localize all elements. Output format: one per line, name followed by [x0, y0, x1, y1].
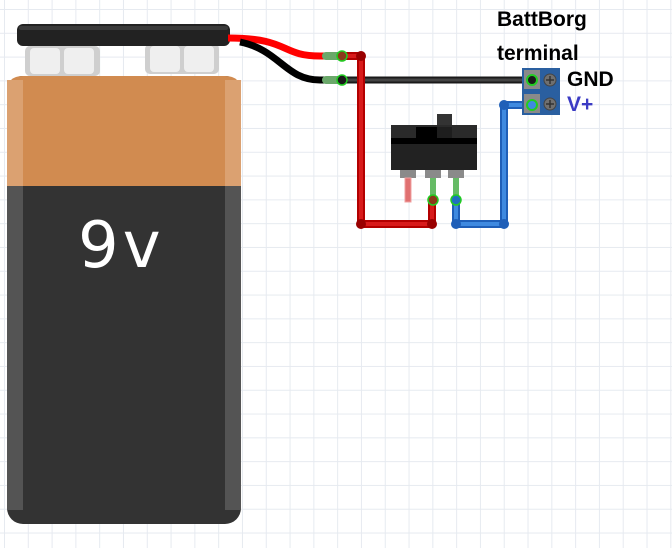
battery-cap-band	[7, 76, 241, 186]
blue-wire-bend	[499, 100, 509, 110]
red-wire-bend	[356, 51, 366, 61]
switch-slider	[437, 127, 452, 138]
screw-icon	[543, 97, 557, 111]
junction-dot	[336, 74, 348, 86]
switch-pin-right	[453, 178, 459, 200]
switch-pin-base	[425, 170, 441, 178]
switch-band	[391, 138, 477, 144]
terminal-title-line2: terminal	[497, 42, 579, 65]
vplus-pin-label: V+	[567, 93, 594, 116]
gnd-pin-label: GND	[567, 68, 614, 91]
vplus-pin-junction	[526, 99, 538, 111]
blue-wire-bend	[451, 219, 461, 229]
switch-slot	[416, 127, 451, 138]
switch-pin-base	[448, 170, 464, 178]
switch-pin-middle	[430, 178, 436, 200]
terminal-title-line1: BattBorg	[497, 8, 587, 31]
switch-pin-junction	[450, 194, 462, 206]
battery-red-lead	[227, 34, 342, 60]
blue-wire-bend	[499, 219, 509, 229]
snap-highlight	[19, 26, 228, 30]
switch-knob[interactable]	[437, 114, 452, 128]
battery-terminal-left	[25, 46, 100, 76]
red-wire-bend	[356, 219, 366, 229]
battery-terminal-right	[145, 44, 219, 74]
cap-highlight-left	[7, 80, 23, 186]
switch-pin-left	[404, 177, 412, 203]
body-highlight-right	[225, 186, 241, 510]
body-highlight-left	[7, 186, 23, 510]
red-wire-bend	[427, 219, 437, 229]
battery-body	[7, 76, 241, 524]
screw-icon	[543, 73, 557, 87]
battery-black-lead	[239, 38, 342, 84]
cap-highlight-right	[225, 80, 241, 186]
slide-switch[interactable]	[391, 114, 477, 206]
battery-voltage-label: 9v	[78, 209, 165, 283]
gnd-pin-junction	[526, 74, 538, 86]
battborg-terminal-block[interactable]	[522, 68, 560, 115]
switch-pin-junction	[427, 194, 439, 206]
switch-pin-base	[400, 170, 416, 178]
junction-dot	[336, 50, 348, 62]
battery[interactable]	[7, 24, 241, 524]
